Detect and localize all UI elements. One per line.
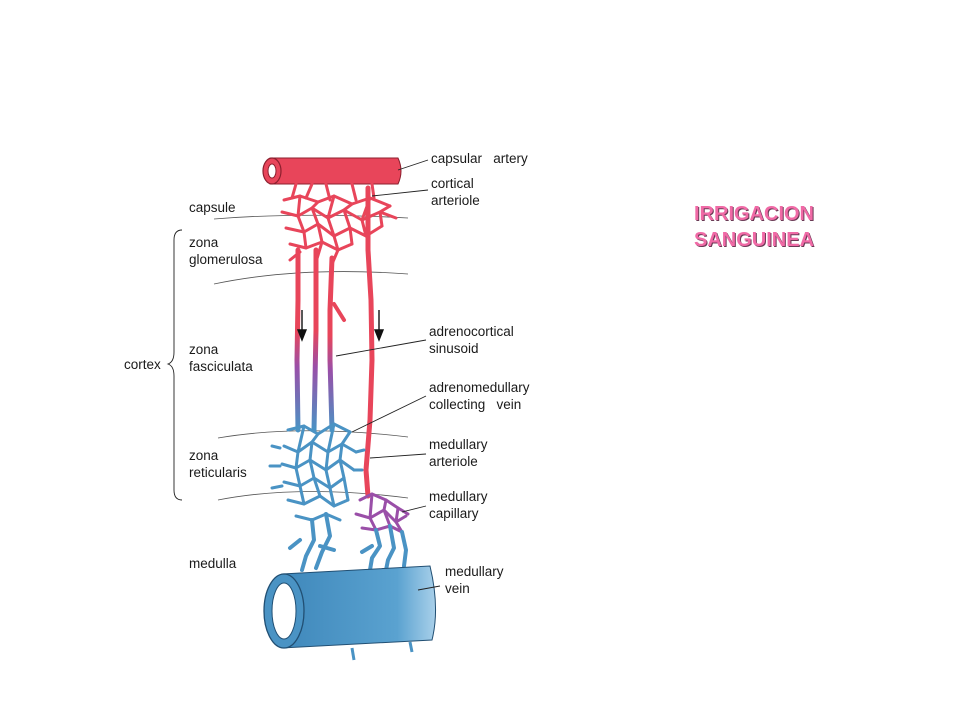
label-cortex: cortex bbox=[124, 357, 161, 372]
label-medulla: medulla bbox=[189, 556, 237, 571]
medullary-arteriole-vessel bbox=[363, 185, 375, 499]
label-medullary-vein-line1: medullary bbox=[445, 564, 504, 579]
label-zona-glomerulosa-line2: glomerulosa bbox=[189, 252, 263, 267]
medullary-vein bbox=[263, 565, 437, 661]
label-capsule: capsule bbox=[189, 200, 236, 215]
label-cortical-arteriole-line1: cortical bbox=[431, 176, 474, 191]
label-capsular-artery: capsular artery bbox=[431, 151, 528, 166]
label-adrenomedullary-vein-line1: adrenomedullary bbox=[429, 380, 530, 395]
cortex-brace bbox=[166, 229, 183, 501]
label-adrenomedullary-vein-line2: collecting vein bbox=[429, 397, 521, 412]
label-medullary-vein-line2: vein bbox=[445, 581, 470, 596]
label-zona-reticularis-line2: reticularis bbox=[189, 465, 247, 480]
label-medullary-arteriole-line2: arteriole bbox=[429, 454, 478, 469]
cortical-capillary-branch bbox=[332, 302, 346, 322]
label-medullary-capillary-line2: capillary bbox=[429, 506, 479, 521]
reticularis-venous-network bbox=[268, 422, 366, 522]
flow-arrows bbox=[296, 310, 385, 342]
zone-boundaries bbox=[213, 214, 409, 501]
label-zona-reticularis-line1: zona bbox=[189, 448, 219, 463]
slide-title-line2: SANGUINEA bbox=[694, 229, 815, 251]
slide-title-line1: IRRIGACION bbox=[694, 203, 814, 225]
label-cortical-arteriole-line2: arteriole bbox=[431, 193, 480, 208]
label-zona-fasciculata-line2: fasciculata bbox=[189, 359, 253, 374]
label-adrenocortical-sinusoid-line1: adrenocortical bbox=[429, 324, 514, 339]
label-adrenocortical-sinusoid-line2: sinusoid bbox=[429, 341, 479, 356]
label-zona-glomerulosa-line1: zona bbox=[189, 235, 219, 250]
slide-title: IRRIGACION SANGUINEA bbox=[694, 201, 814, 253]
capsular-artery bbox=[262, 157, 402, 185]
diagram-labels: capsular artery cortical arteriole capsu… bbox=[124, 151, 530, 596]
label-medullary-arteriole-line1: medullary bbox=[429, 437, 488, 452]
collecting-veins bbox=[288, 512, 408, 572]
leader-lines bbox=[335, 159, 441, 591]
label-zona-fasciculata-line1: zona bbox=[189, 342, 219, 357]
medullary-capillary-network bbox=[354, 492, 410, 534]
label-medullary-capillary-line1: medullary bbox=[429, 489, 488, 504]
